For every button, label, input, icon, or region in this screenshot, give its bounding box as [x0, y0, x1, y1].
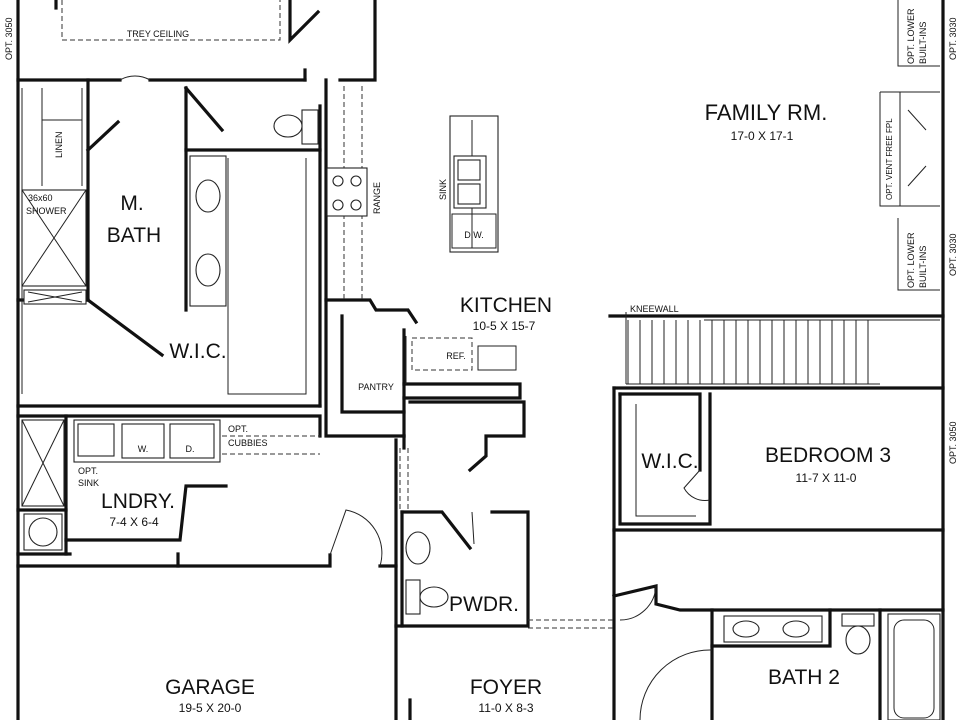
family-name: FAMILY RM.	[705, 100, 828, 125]
opt-lower-builtins-bottom-1: OPT. LOWER	[906, 232, 916, 288]
garage-dims: 19-5 X 20-0	[179, 701, 242, 715]
family-dims: 17-0 X 17-1	[731, 129, 794, 143]
exterior-walls	[16, 0, 945, 720]
opt-3050-right-label: OPT. 3050	[948, 421, 958, 464]
garage-name: GARAGE	[165, 676, 255, 699]
opt-sink-label-1: OPT.	[78, 466, 98, 476]
bath2-walls	[639, 608, 941, 720]
foyer-dims: 11-0 X 8-3	[478, 701, 533, 715]
opt-lower-builtins-top-2: BUILT-INS	[918, 22, 928, 64]
opt-lower-builtins-bottom-2: BUILT-INS	[918, 246, 928, 288]
trey-ceiling-label: TREY CEILING	[127, 29, 189, 39]
kitchen-dims: 10-5 X 15-7	[473, 319, 536, 333]
shower-label: SHOWER	[26, 206, 67, 216]
kneewall-label: KNEEWALL	[630, 304, 679, 314]
bedroom3-name: BEDROOM 3	[765, 444, 891, 467]
dw-label: D.W.	[464, 230, 484, 240]
opt-3030-right-label: OPT. 3030	[948, 233, 958, 276]
lndry-name: LNDRY.	[101, 490, 175, 513]
opt-sink-label-2: SINK	[78, 478, 99, 488]
mbath-name-2: BATH	[107, 224, 161, 247]
opt-vent-free-fpl-label: OPT. VENT FREE FPL	[885, 118, 894, 200]
foyer-name: FOYER	[470, 676, 542, 699]
opt-3050-left-label: OPT. 3050	[4, 17, 14, 60]
lndry-dims: 7-4 X 6-4	[109, 515, 159, 529]
range-label: RANGE	[372, 182, 382, 214]
pwdr-name: PWDR.	[449, 593, 519, 616]
shower-size-label: 36x60	[28, 193, 53, 203]
wic-bedroom3-label: W.I.C.	[641, 450, 698, 473]
opt-cubbies-label-2: CUBBIES	[228, 438, 268, 448]
kitchen-walls	[324, 78, 526, 473]
linen-label: LINEN	[54, 131, 64, 158]
pantry-label: PANTRY	[358, 382, 394, 392]
opt-cubbies-label-1: OPT.	[228, 424, 248, 434]
opt-lower-builtins-top-1: OPT. LOWER	[906, 8, 916, 64]
sink-label: SINK	[438, 179, 448, 200]
washer-label: W.	[138, 444, 149, 454]
dryer-label: D.	[186, 444, 195, 454]
trey-ceiling-outline	[61, 0, 281, 41]
foyer-powder-walls	[394, 448, 614, 720]
bedroom3-dims: 11-7 X 11-0	[796, 471, 857, 485]
wic-master-label: W.I.C.	[169, 340, 226, 363]
bedroom3-walls	[612, 386, 945, 720]
family-room-walls	[608, 0, 945, 385]
kitchen-name: KITCHEN	[460, 294, 552, 317]
opt-3030-top-right-label: OPT. 3030	[948, 17, 958, 60]
ref-label: REF.	[446, 351, 466, 361]
bath2-name: BATH 2	[768, 666, 840, 689]
stairs	[626, 320, 880, 385]
master-bath-fixtures	[21, 75, 319, 307]
laundry-garage-walls	[16, 414, 398, 720]
mbath-name-1: M.	[120, 192, 143, 215]
